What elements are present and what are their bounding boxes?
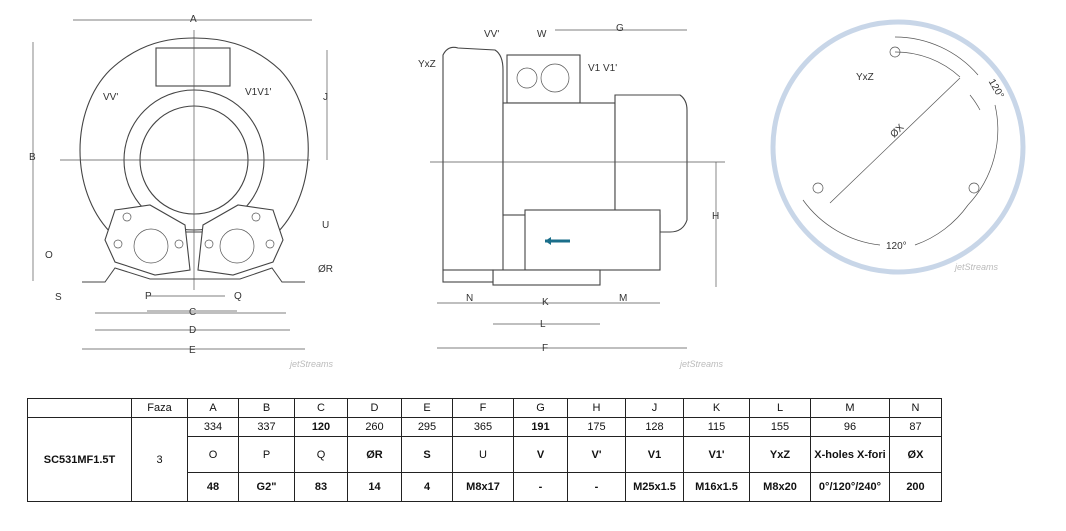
header-cell: K xyxy=(683,398,750,418)
label-o: O xyxy=(45,250,53,261)
value-cell: 337 xyxy=(238,417,295,437)
value-cell: 87 xyxy=(889,417,942,437)
value-cell: 120 xyxy=(294,417,348,437)
label-vv: VV' xyxy=(103,92,118,103)
value-cell: 4 xyxy=(401,472,453,502)
label-b: B xyxy=(29,152,36,163)
label-cell: V xyxy=(513,436,568,473)
flange-view: YxZ 120° ØX 120° jetStreams xyxy=(770,19,1026,275)
label-x: ØX xyxy=(889,122,907,140)
label-a: A xyxy=(190,14,197,25)
label-cell: V1 xyxy=(625,436,684,473)
table-row: SC531MF1.5T 3 334 337 120 260 295 365 19… xyxy=(27,417,942,502)
value-cell: M25x1.5 xyxy=(625,472,684,502)
label-cell: ØX xyxy=(889,436,942,473)
value-cell: 14 xyxy=(347,472,402,502)
label-h: H xyxy=(712,211,719,222)
label-k: K xyxy=(542,297,549,308)
label-cell: Q xyxy=(294,436,348,473)
table-row: O P Q ØR S U V V' V1 V1' YxZ X-holes X-f… xyxy=(28,436,942,473)
value-cell: G2" xyxy=(238,472,295,502)
table-row: 48 G2" 83 14 4 M8x17 - - M25x1.5 M16x1.5… xyxy=(28,472,942,502)
header-cell: G xyxy=(513,398,568,418)
value-cell: 200 xyxy=(889,472,942,502)
value-cell: 0°/120°/240° xyxy=(810,472,890,502)
label-cell: X-holes X-fori xyxy=(810,436,890,473)
watermark: jetStreams xyxy=(289,359,334,369)
label-yxz: YxZ xyxy=(418,59,436,70)
value-cell: 365 xyxy=(452,417,514,437)
label-e: E xyxy=(189,345,196,356)
header-cell: E xyxy=(401,398,453,418)
spec-table: Faza A B C D E F G H J K L M N SC531MF1.… xyxy=(27,398,942,502)
header-cell xyxy=(27,398,132,418)
label-q: Q xyxy=(234,291,242,302)
label-r: ØR xyxy=(318,264,333,275)
phase-cell: 3 xyxy=(131,417,188,502)
label-s: S xyxy=(55,292,62,303)
label-p: P xyxy=(145,291,152,302)
label-j: J xyxy=(323,92,328,103)
value-cell: 260 xyxy=(347,417,402,437)
label-cell: YxZ xyxy=(749,436,811,473)
label-vv: VV' xyxy=(484,29,499,40)
watermark: jetStreams xyxy=(679,359,724,369)
value-cell: 48 xyxy=(187,472,239,502)
label-n: N xyxy=(466,293,473,304)
label-c: C xyxy=(189,307,196,318)
value-cell: M8x20 xyxy=(749,472,811,502)
label-f: F xyxy=(542,343,548,354)
label-cell: S xyxy=(401,436,453,473)
value-cell: 155 xyxy=(749,417,811,437)
side-view: G VV' W V1 V1' YxZ H N K M L F jetStream… xyxy=(418,23,725,369)
value-cell: 115 xyxy=(683,417,750,437)
label-v1v1: V1V1' xyxy=(245,87,271,98)
label-cell: V1' xyxy=(683,436,750,473)
label-cell: ØR xyxy=(347,436,402,473)
watermark: jetStreams xyxy=(954,262,999,272)
table-header-row: Faza A B C D E F G H J K L M N xyxy=(27,398,942,418)
label-v1v1: V1 V1' xyxy=(588,63,617,74)
header-cell: M xyxy=(810,398,890,418)
header-cell: Faza xyxy=(131,398,188,418)
header-cell: H xyxy=(567,398,626,418)
label-m: M xyxy=(619,293,627,304)
header-cell: N xyxy=(889,398,942,418)
value-cell: M8x17 xyxy=(452,472,514,502)
value-cell: - xyxy=(567,472,626,502)
label-cell: V' xyxy=(567,436,626,473)
value-cell: 128 xyxy=(625,417,684,437)
front-view: A B J VV' V1V1' U ØR O S P Q C D E jetSt… xyxy=(29,14,334,369)
header-cell: A xyxy=(187,398,239,418)
model-cell: SC531MF1.5T xyxy=(27,417,132,502)
value-cell: 83 xyxy=(294,472,348,502)
value-cell: 295 xyxy=(401,417,453,437)
value-cell: 191 xyxy=(513,417,568,437)
label-d: D xyxy=(189,325,196,336)
value-cell: 334 xyxy=(187,417,239,437)
value-cell: 96 xyxy=(810,417,890,437)
label-u: U xyxy=(322,220,329,231)
label-l: L xyxy=(540,319,546,330)
label-cell: P xyxy=(238,436,295,473)
label-g: G xyxy=(616,23,624,34)
header-cell: L xyxy=(749,398,811,418)
header-cell: B xyxy=(238,398,295,418)
value-cell: 175 xyxy=(567,417,626,437)
header-cell: C xyxy=(294,398,348,418)
header-cell: D xyxy=(347,398,402,418)
value-cell: M16x1.5 xyxy=(683,472,750,502)
label-yxz: YxZ xyxy=(856,72,874,83)
header-cell: F xyxy=(452,398,514,418)
value-cell: - xyxy=(513,472,568,502)
label-w: W xyxy=(537,29,547,40)
label-cell: O xyxy=(187,436,239,473)
label-angle-2: 120° xyxy=(886,241,907,252)
header-cell: J xyxy=(625,398,684,418)
technical-drawings: A B J VV' V1V1' U ØR O S P Q C D E jetSt… xyxy=(29,14,1026,369)
label-cell: U xyxy=(452,436,514,473)
